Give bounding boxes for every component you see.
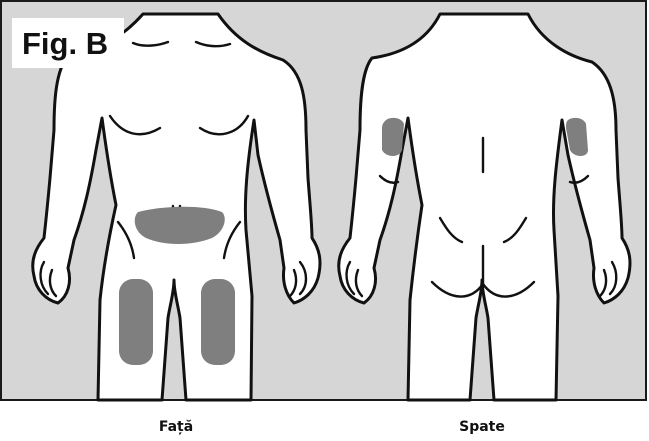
figure-label: Fig. B	[22, 26, 108, 61]
front-view-caption: Față	[159, 419, 193, 435]
left-thigh-injection-zone	[119, 279, 153, 365]
back-view-caption: Spate	[459, 419, 505, 435]
right-thigh-injection-zone	[201, 279, 235, 365]
left-upper-arm-injection-zone	[382, 118, 404, 156]
